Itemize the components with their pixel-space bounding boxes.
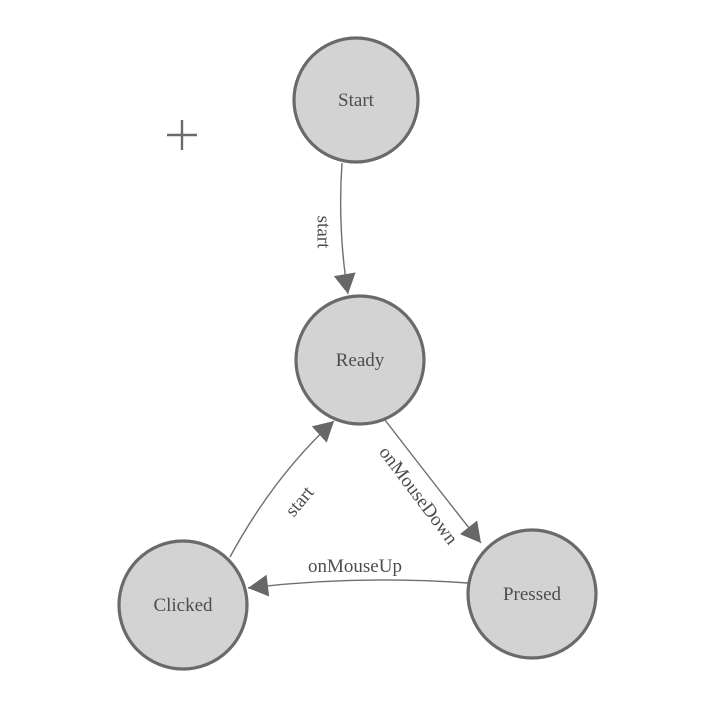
node-label-pressed: Pressed xyxy=(503,584,562,605)
node-label-ready: Ready xyxy=(336,350,385,371)
node-clicked[interactable]: Clicked xyxy=(117,539,249,671)
edge-pressed-to-clicked[interactable] xyxy=(247,574,469,597)
edge-label-clicked-to-ready: start xyxy=(281,482,319,521)
node-label-clicked: Clicked xyxy=(153,595,213,616)
node-pressed[interactable]: Pressed xyxy=(466,528,598,660)
edge-label-start-to-ready: start xyxy=(312,216,333,249)
edges-layer xyxy=(229,162,482,597)
edge-label-ready-to-pressed: onMouseDown xyxy=(374,443,462,550)
node-ready[interactable]: Ready xyxy=(294,294,426,426)
crosshair-plus-icon xyxy=(167,120,197,150)
edge-clicked-to-ready[interactable] xyxy=(229,420,335,558)
edge-ready-to-pressed[interactable] xyxy=(384,419,482,544)
node-start[interactable]: Start xyxy=(292,36,420,164)
edge-start-to-ready[interactable] xyxy=(333,162,356,295)
edge-label-pressed-to-clicked: onMouseUp xyxy=(308,556,402,577)
node-label-start: Start xyxy=(338,90,375,111)
